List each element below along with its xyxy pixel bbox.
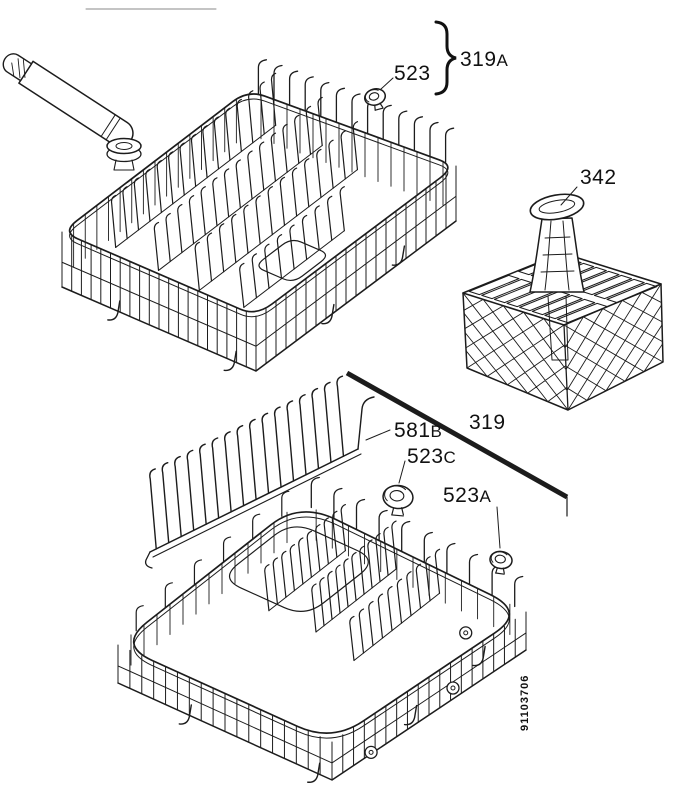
part-label-roller-a: 523A xyxy=(443,484,492,507)
basket-rail-line xyxy=(345,370,569,517)
brace-319a-icon xyxy=(434,20,457,96)
spray-arm-drawing xyxy=(2,53,142,171)
part-label-plate-rack: 581B xyxy=(394,419,442,442)
part-label-upper-group: 319A xyxy=(460,48,509,71)
part-label-upper-roller: 523 xyxy=(394,62,431,85)
upper-basket-drawing xyxy=(61,59,457,372)
part-label-cutlery-basket: 342 xyxy=(580,166,617,189)
cutlery-basket-drawing xyxy=(462,193,664,411)
document-number: 91103706 xyxy=(519,675,531,731)
leader-lines xyxy=(365,77,578,549)
basket-rollers-drawing xyxy=(363,88,513,575)
part-label-lower-group: 319 xyxy=(469,411,506,434)
plate-rack-drawing xyxy=(144,375,375,569)
lower-basket-drawing xyxy=(117,476,527,783)
part-label-roller-c: 523C xyxy=(407,445,456,468)
